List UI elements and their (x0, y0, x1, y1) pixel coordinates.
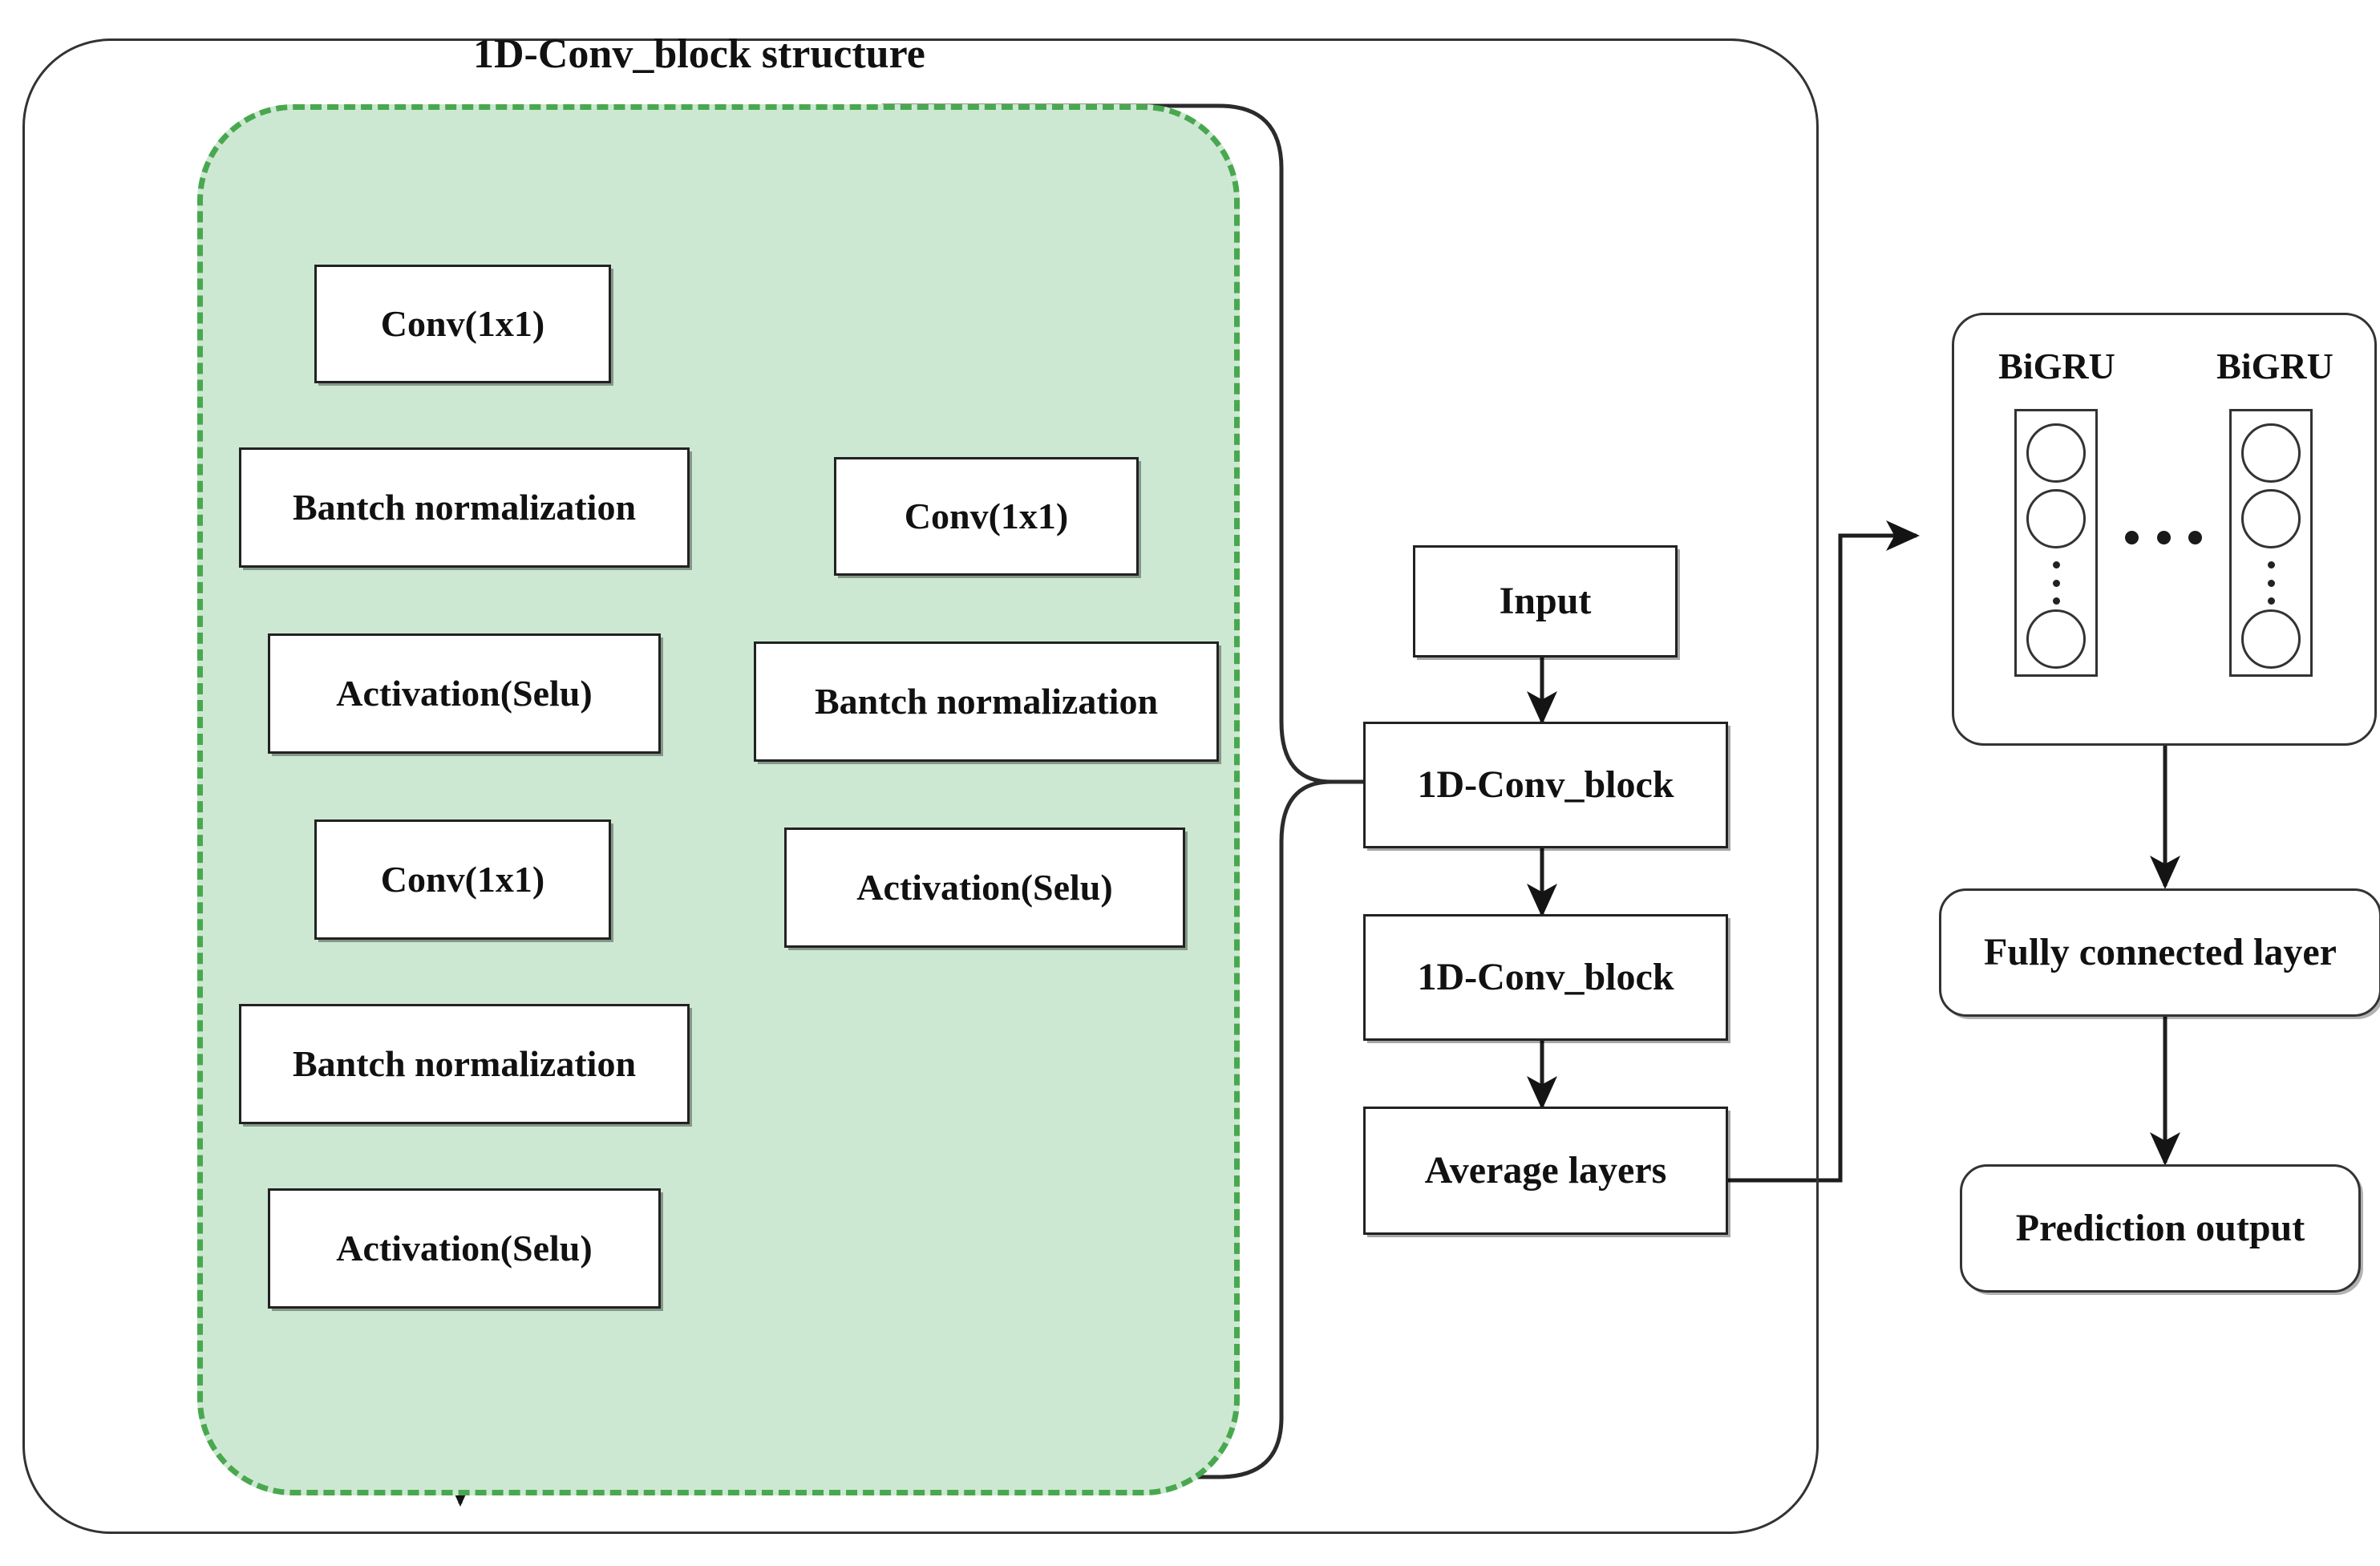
model-outline-container (22, 38, 1819, 1534)
node-prediction-output[interactable] (1960, 1164, 2361, 1293)
node-activation-2[interactable] (268, 1188, 661, 1309)
bigru-column-1-vertical-ellipsis-icon (2052, 561, 2060, 605)
bigru-column-1-unit-2 (2026, 489, 2086, 548)
node-input[interactable] (1413, 545, 1678, 658)
bigru-column-1-unit-3 (2026, 609, 2086, 669)
node-activation-1[interactable] (268, 633, 661, 754)
bigru-horizontal-ellipsis-icon (2125, 529, 2202, 545)
node-shortcut-batchnorm[interactable] (754, 641, 1219, 762)
node-conv-1[interactable] (314, 265, 611, 383)
bigru-column-1-unit-1 (2026, 423, 2086, 483)
bigru-column-2-label: BiGRU (2216, 346, 2333, 386)
bigru-column-2-unit-2 (2241, 489, 2301, 548)
node-fully-connected-layer[interactable] (1939, 888, 2380, 1017)
node-shortcut-activation[interactable] (784, 828, 1185, 948)
bigru-column-2-vertical-ellipsis-icon (2267, 561, 2275, 605)
bigru-column-2-unit-3 (2241, 609, 2301, 669)
node-average-layers[interactable] (1363, 1107, 1728, 1235)
node-batchnorm-1[interactable] (239, 447, 690, 568)
node-conv-block-2[interactable] (1363, 914, 1728, 1041)
edge-average-to-bigru (1728, 520, 1921, 1183)
page-title: 1D-Conv_block structure (473, 31, 925, 77)
bigru-column-2-unit-1 (2241, 423, 2301, 483)
node-conv-block-1[interactable] (1363, 722, 1728, 848)
node-conv-2[interactable] (314, 819, 611, 940)
node-shortcut-conv[interactable] (834, 457, 1139, 576)
node-batchnorm-2[interactable] (239, 1004, 690, 1124)
bigru-column-1-label: BiGRU (1998, 346, 2115, 386)
